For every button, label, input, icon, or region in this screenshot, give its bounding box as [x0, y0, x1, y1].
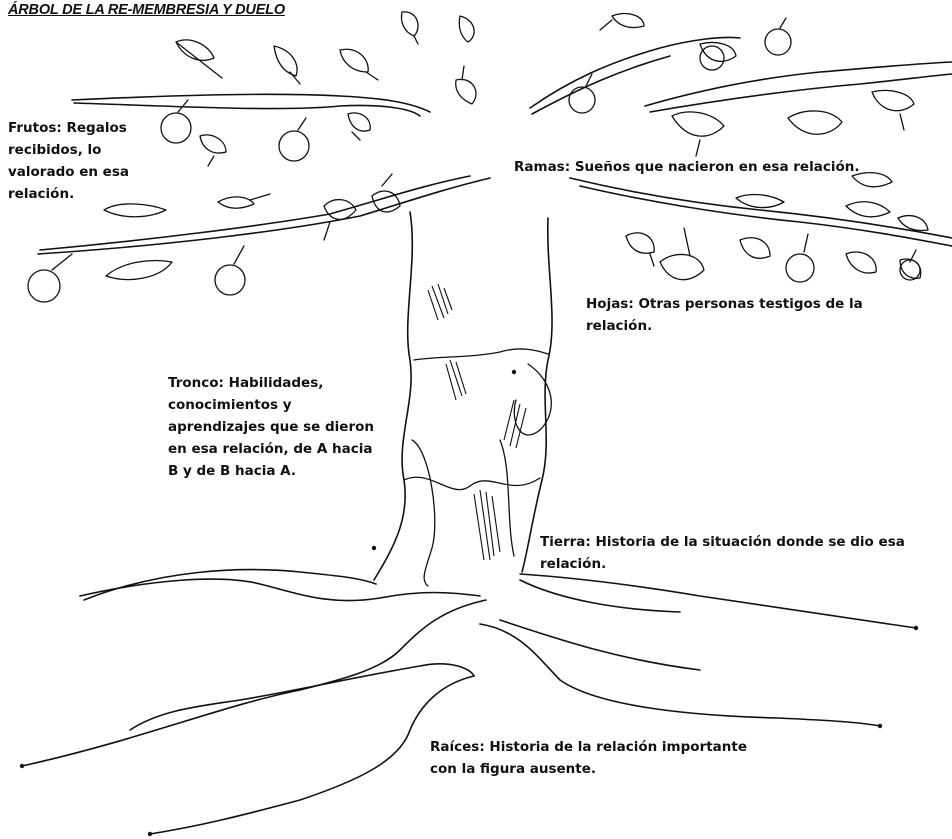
leaf-icon — [218, 194, 270, 208]
fruit-icon — [700, 46, 724, 70]
leaf-icon — [459, 16, 474, 42]
leaf-icon — [324, 200, 356, 240]
leaf-icon — [626, 233, 654, 266]
leaves — [104, 12, 928, 280]
leaf-icon — [200, 135, 226, 166]
leaf-icon — [740, 238, 770, 259]
fruit-icon — [786, 254, 814, 282]
leaf-icon — [846, 202, 890, 217]
fruit-icon — [28, 270, 60, 302]
leaf-icon — [700, 43, 736, 62]
label-frutos: Frutos: Regalos recibidos, lo valorado e… — [8, 117, 129, 205]
label-ramas: Ramas: Sueños que nacieron en esa relaci… — [514, 156, 859, 178]
leaf-icon — [402, 12, 419, 44]
leaf-icon — [872, 91, 914, 131]
fruit-icon — [215, 265, 245, 295]
label-tronco: Tronco: Habilidades, conocimientos y apr… — [168, 372, 374, 482]
leaf-icon — [104, 204, 166, 217]
leaf-icon — [106, 261, 172, 280]
leaf-icon — [274, 46, 300, 84]
leaf-icon — [788, 111, 842, 134]
fruit-icon — [279, 131, 309, 161]
label-hojas: Hojas: Otras personas testigos de la rel… — [586, 293, 863, 337]
leaf-icon — [736, 195, 784, 208]
leaf-icon — [176, 40, 222, 78]
label-tierra: Tierra: Historia de la situación donde s… — [540, 531, 905, 575]
fruit-icon — [569, 87, 595, 113]
leaf-icon — [600, 14, 644, 30]
diagram-title: ÁRBOL DE LA RE-MEMBRESIA Y DUELO — [8, 2, 285, 18]
leaf-icon — [672, 112, 724, 156]
trunk — [374, 212, 552, 586]
branches — [38, 37, 952, 254]
leaf-icon — [340, 49, 378, 80]
fruit-icon — [765, 29, 791, 55]
leaf-icon — [456, 66, 476, 104]
leaf-icon — [348, 113, 370, 140]
label-raices: Raíces: Historia de la relación importan… — [430, 736, 747, 780]
fruit-icon — [161, 113, 191, 143]
leaf-icon — [846, 252, 876, 273]
leaf-icon — [660, 228, 704, 280]
roots — [22, 570, 916, 834]
leaf-icon — [372, 174, 400, 212]
